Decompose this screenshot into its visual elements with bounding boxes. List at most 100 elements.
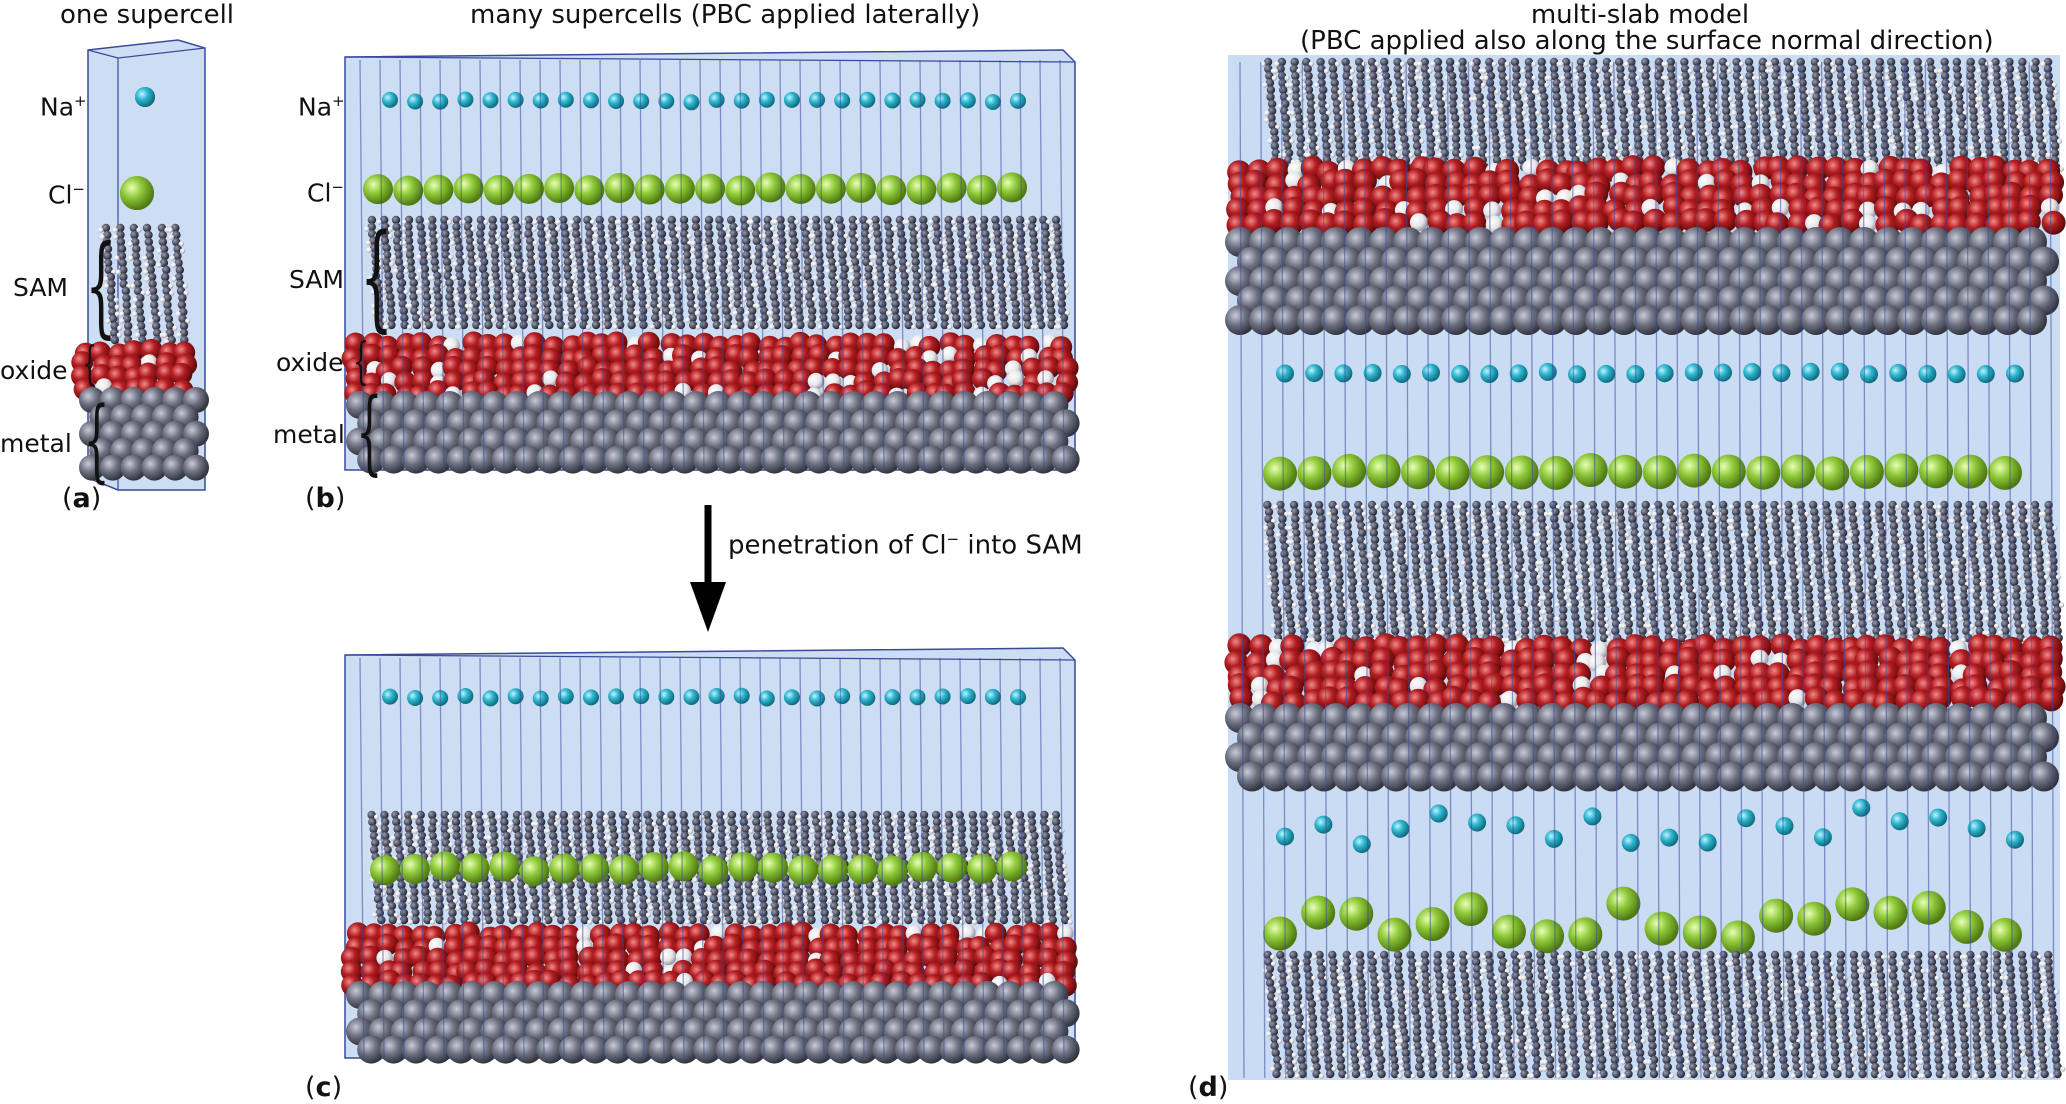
carbon-atom bbox=[1054, 250, 1063, 260]
hydrogen-atom bbox=[1392, 96, 1398, 102]
hydrogen-atom bbox=[729, 289, 735, 295]
carbon-atom bbox=[723, 320, 733, 330]
hydrogen-atom bbox=[483, 240, 489, 246]
carbon-atom bbox=[896, 222, 905, 232]
carbon-atom bbox=[110, 321, 119, 331]
hydrogen-atom bbox=[769, 324, 775, 330]
carbon-atom bbox=[670, 236, 679, 246]
hydrogen-atom bbox=[705, 289, 711, 295]
hydrogen-atom bbox=[536, 282, 542, 288]
carbon-atom bbox=[823, 215, 832, 225]
hydrogen-atom bbox=[1525, 145, 1531, 151]
hydrogen-atom bbox=[893, 814, 899, 820]
hydrogen-atom bbox=[586, 905, 592, 911]
carbon-atom bbox=[396, 285, 406, 295]
carbon-atom bbox=[506, 306, 515, 316]
carbon-atom bbox=[743, 271, 752, 281]
hydrogen-atom bbox=[489, 282, 495, 288]
carbon-atom bbox=[756, 278, 765, 288]
hydrogen-atom bbox=[867, 233, 873, 239]
carbon-atom bbox=[879, 306, 888, 316]
hydrogen-atom bbox=[690, 240, 696, 246]
carbon-atom bbox=[944, 222, 953, 232]
oxygen-atom bbox=[410, 332, 433, 355]
carbon-atom bbox=[782, 285, 791, 295]
carbon-atom bbox=[394, 257, 404, 267]
hydrogen-atom bbox=[1313, 103, 1319, 109]
hydrogen-atom bbox=[788, 268, 794, 274]
carbon-atom bbox=[879, 313, 888, 323]
hydrogen-atom bbox=[942, 261, 949, 267]
carbon-atom bbox=[580, 313, 589, 323]
hydrogen-atom bbox=[98, 227, 104, 233]
carbon-atom bbox=[512, 222, 521, 232]
carbon-atom bbox=[801, 243, 810, 253]
hydrogen-atom bbox=[824, 261, 830, 267]
ion bbox=[514, 173, 544, 204]
carbon-atom bbox=[130, 230, 139, 240]
metal-atom bbox=[1006, 445, 1035, 474]
hydrogen-atom bbox=[487, 849, 493, 855]
carbon-atom bbox=[445, 285, 455, 295]
metal-atom bbox=[805, 445, 834, 474]
carbon-atom bbox=[674, 292, 683, 302]
carbon-atom bbox=[1603, 85, 1612, 95]
carbon-atom bbox=[874, 236, 883, 246]
carbon-atom bbox=[468, 278, 477, 288]
carbon-atom bbox=[1052, 222, 1062, 232]
hydrogen-atom bbox=[417, 268, 423, 274]
carbon-atom bbox=[466, 243, 475, 253]
carbon-atom bbox=[914, 313, 924, 323]
hydrogen-atom bbox=[671, 324, 677, 330]
carbon-atom bbox=[830, 285, 839, 295]
hydrogen-atom bbox=[130, 283, 136, 289]
hydrogen-atom bbox=[1418, 75, 1424, 81]
hydrogen-atom bbox=[1402, 89, 1408, 95]
carbon-atom bbox=[927, 299, 936, 309]
ion bbox=[399, 854, 430, 884]
carbon-atom bbox=[848, 215, 857, 225]
hydrogen-atom bbox=[1001, 254, 1007, 260]
carbon-atom bbox=[733, 299, 742, 309]
carbon-atom bbox=[133, 272, 142, 282]
hydrogen-atom bbox=[413, 828, 419, 834]
hydrogen-atom bbox=[846, 835, 852, 841]
carbon-atom bbox=[421, 278, 431, 288]
carbon-atom bbox=[429, 236, 438, 246]
carbon-atom bbox=[488, 215, 497, 225]
carbon-atom bbox=[639, 320, 648, 330]
hydrogen-atom bbox=[435, 821, 442, 827]
hydrogen-atom bbox=[419, 905, 425, 911]
carbon-atom bbox=[805, 292, 814, 302]
carbon-atom bbox=[804, 257, 813, 267]
carbon-atom bbox=[392, 222, 401, 232]
carbon-atom bbox=[472, 320, 481, 330]
hydrogen-atom bbox=[630, 842, 636, 848]
carbon-atom bbox=[404, 824, 414, 834]
hydrogen-atom bbox=[763, 247, 769, 253]
hydrogen-atom bbox=[387, 233, 393, 239]
carbon-atom bbox=[1439, 141, 1448, 151]
hydrogen-atom bbox=[452, 261, 458, 267]
carbon-atom bbox=[1762, 127, 1772, 137]
carbon-atom bbox=[161, 272, 170, 282]
hydrogen-atom bbox=[365, 240, 371, 246]
carbon-atom bbox=[531, 320, 540, 330]
carbon-atom bbox=[585, 229, 594, 239]
carbon-atom bbox=[482, 299, 492, 309]
carbon-atom bbox=[794, 285, 803, 295]
carbon-atom bbox=[607, 222, 617, 232]
carbon-atom bbox=[815, 278, 825, 288]
carbon-atom bbox=[661, 299, 671, 309]
carbon-atom bbox=[763, 222, 772, 232]
carbon-atom bbox=[614, 299, 624, 309]
hydrogen-atom bbox=[812, 261, 818, 267]
hydrogen-atom bbox=[562, 898, 569, 904]
carbon-atom bbox=[136, 293, 145, 303]
hydrogen-atom bbox=[533, 254, 539, 260]
carbon-atom bbox=[1510, 57, 1520, 67]
metal-atom bbox=[962, 445, 990, 474]
hydrogen-atom bbox=[1458, 103, 1464, 109]
hydrogen-atom bbox=[156, 248, 162, 254]
hydrogen-atom bbox=[167, 227, 173, 233]
